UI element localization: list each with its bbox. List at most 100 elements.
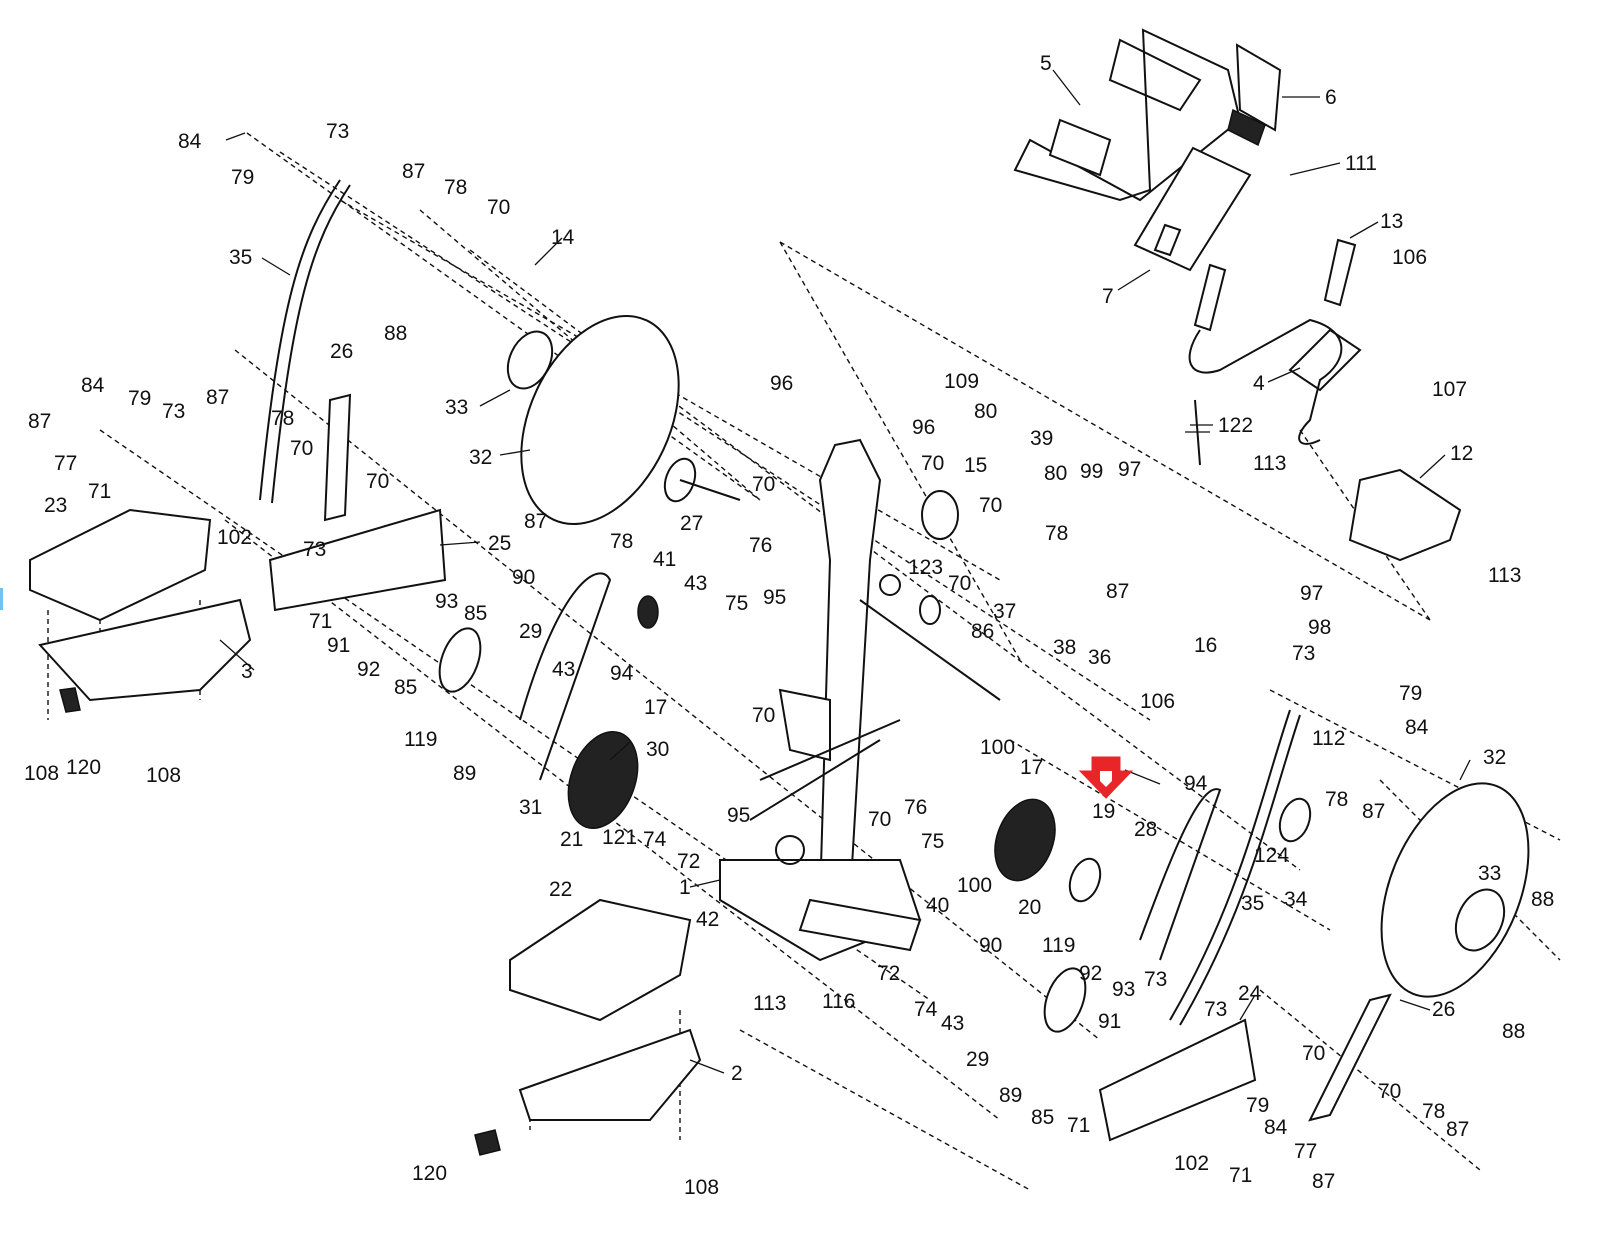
part-label-76: 76 <box>749 534 772 557</box>
part-label-106: 106 <box>1140 690 1175 713</box>
part-label-5: 5 <box>1040 52 1052 75</box>
part-label-70: 70 <box>752 704 775 727</box>
part-label-31: 31 <box>519 796 542 819</box>
part-label-87: 87 <box>1446 1118 1469 1141</box>
part-label-28: 28 <box>1134 818 1157 841</box>
console-assembly <box>1013 28 1462 562</box>
part-label-85: 85 <box>394 676 417 699</box>
part-label-78: 78 <box>1325 788 1348 811</box>
part-label-90: 90 <box>979 934 1002 957</box>
part-label-96: 96 <box>912 416 935 439</box>
part-label-71: 71 <box>88 480 111 503</box>
part-label-84: 84 <box>81 374 105 397</box>
part-label-113: 113 <box>753 992 786 1015</box>
part-label-93: 93 <box>435 590 458 613</box>
part-label-20: 20 <box>1018 896 1041 919</box>
part-label-32: 32 <box>469 446 492 469</box>
part-label-108: 108 <box>146 764 181 787</box>
part-label-89: 89 <box>999 1084 1022 1107</box>
part-label-70: 70 <box>487 196 510 219</box>
part-label-80: 80 <box>974 400 997 423</box>
part-label-89: 89 <box>453 762 476 785</box>
part-label-87: 87 <box>1106 580 1129 603</box>
part-label-1: 1 <box>679 876 691 899</box>
part-label-24: 24 <box>1238 982 1262 1005</box>
part-label-33: 33 <box>1478 862 1501 885</box>
part-label-73: 73 <box>303 538 326 561</box>
part-label-87: 87 <box>206 386 229 409</box>
part-label-77: 77 <box>54 452 77 475</box>
part-label-38: 38 <box>1053 636 1076 659</box>
part-label-70: 70 <box>290 437 313 460</box>
part-label-86: 86 <box>971 620 994 643</box>
part-label-107: 107 <box>1432 378 1467 401</box>
part-label-72: 72 <box>677 850 700 873</box>
part-label-78: 78 <box>271 407 294 430</box>
part-label-85: 85 <box>1031 1106 1054 1129</box>
part-label-95: 95 <box>727 804 750 827</box>
part-label-87: 87 <box>1312 1170 1335 1193</box>
part-label-35: 35 <box>1241 892 1264 915</box>
part-label-109: 109 <box>944 370 979 393</box>
part-label-29: 29 <box>519 620 542 643</box>
part-label-108: 108 <box>684 1176 719 1199</box>
part-label-97: 97 <box>1300 582 1323 605</box>
part-label-92: 92 <box>1079 962 1102 985</box>
part-label-35: 35 <box>229 246 252 269</box>
part-label-42: 42 <box>696 908 719 931</box>
part-label-90: 90 <box>512 566 535 589</box>
part-label-87: 87 <box>402 160 425 183</box>
part-label-22: 22 <box>549 878 572 901</box>
part-label-78: 78 <box>1422 1100 1445 1123</box>
part-label-73: 73 <box>1144 968 1167 991</box>
part-label-3: 3 <box>241 660 253 683</box>
part-label-113: 113 <box>1488 564 1521 587</box>
part-label-97: 97 <box>1118 458 1141 481</box>
part-label-70: 70 <box>921 452 944 475</box>
part-label-16: 16 <box>1194 634 1217 657</box>
part-label-100: 100 <box>957 874 992 897</box>
part-label-70: 70 <box>979 494 1002 517</box>
main-frame <box>719 438 1001 962</box>
part-label-124: 124 <box>1254 844 1289 867</box>
part-label-88: 88 <box>384 322 407 345</box>
part-label-6: 6 <box>1325 86 1337 109</box>
part-label-102: 102 <box>1174 1152 1209 1175</box>
part-label-79: 79 <box>1399 682 1422 705</box>
part-label-73: 73 <box>162 400 185 423</box>
part-label-88: 88 <box>1502 1020 1525 1043</box>
part-label-70: 70 <box>366 470 389 493</box>
part-label-71: 71 <box>1067 1114 1090 1137</box>
part-label-87: 87 <box>28 410 51 433</box>
part-label-84: 84 <box>178 130 202 153</box>
part-label-94: 94 <box>1184 772 1208 795</box>
part-label-70: 70 <box>1378 1080 1401 1103</box>
part-label-21: 21 <box>560 828 583 851</box>
part-label-91: 91 <box>1098 1010 1121 1033</box>
part-label-87: 87 <box>1362 800 1385 823</box>
part-label-73: 73 <box>1292 642 1315 665</box>
part-label-70: 70 <box>868 808 891 831</box>
part-label-41: 41 <box>653 548 676 571</box>
part-label-27: 27 <box>680 512 703 535</box>
part-label-33: 33 <box>445 396 468 419</box>
part-label-111: 111 <box>1345 152 1377 175</box>
part-label-78: 78 <box>610 530 633 553</box>
part-label-94: 94 <box>610 662 634 685</box>
part-label-19: 19 <box>1092 800 1115 823</box>
part-label-40: 40 <box>926 894 949 917</box>
part-label-100: 100 <box>980 736 1015 759</box>
part-label-4: 4 <box>1253 372 1265 395</box>
part-label-78: 78 <box>1045 522 1068 545</box>
part-label-106: 106 <box>1392 246 1427 269</box>
part-label-25: 25 <box>488 532 511 555</box>
part-label-79: 79 <box>231 166 254 189</box>
part-label-29: 29 <box>966 1048 989 1071</box>
part-label-102: 102 <box>217 526 252 549</box>
part-label-112: 112 <box>1312 727 1345 750</box>
part-label-37: 37 <box>993 600 1016 623</box>
part-label-79: 79 <box>128 387 151 410</box>
part-label-17: 17 <box>644 696 667 719</box>
part-label-99: 99 <box>1080 460 1103 483</box>
